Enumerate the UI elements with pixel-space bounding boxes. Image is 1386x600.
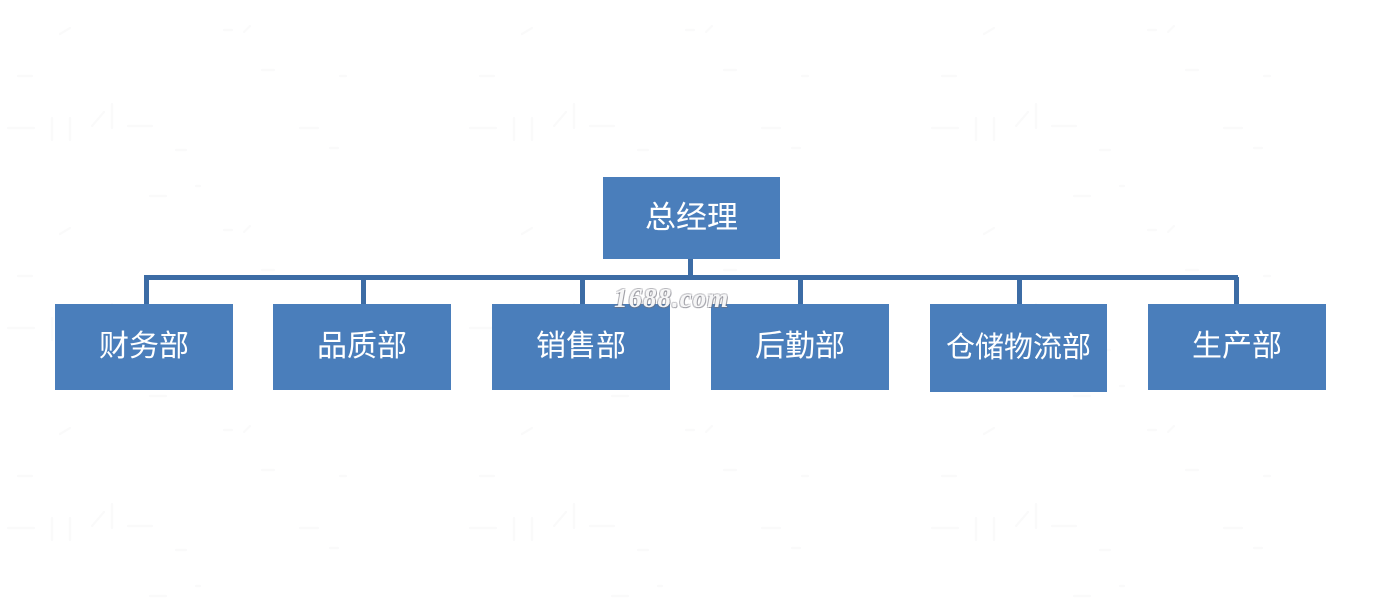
org-node-warehouse-logistics[interactable]: 仓储物流部 bbox=[930, 304, 1107, 392]
org-node-label: 仓储物流部 bbox=[945, 331, 1091, 364]
org-node-general-manager[interactable]: 总经理 bbox=[603, 177, 780, 259]
org-node-label: 财务部 bbox=[99, 330, 189, 364]
org-node-label: 总经理 bbox=[645, 199, 738, 235]
org-node-quality[interactable]: 品质部 bbox=[273, 304, 451, 390]
org-node-label: 后勤部 bbox=[755, 330, 845, 364]
connector-horizontal-bus bbox=[144, 275, 1238, 280]
org-node-sales[interactable]: 销售部 bbox=[492, 304, 670, 390]
connector-drop-sales bbox=[580, 277, 585, 305]
org-node-label: 生产部 bbox=[1192, 330, 1282, 364]
org-node-production[interactable]: 生产部 bbox=[1148, 304, 1326, 390]
connector-drop-finance bbox=[144, 277, 149, 305]
connector-drop-quality bbox=[361, 277, 366, 305]
org-node-finance[interactable]: 财务部 bbox=[55, 304, 233, 390]
org-node-label: 销售部 bbox=[536, 330, 626, 364]
connector-drop-production bbox=[1234, 277, 1239, 305]
connector-drop-support bbox=[798, 277, 803, 305]
org-node-support[interactable]: 后勤部 bbox=[711, 304, 889, 390]
connector-drop-warehouse bbox=[1017, 277, 1022, 305]
org-node-label: 品质部 bbox=[317, 330, 407, 364]
connector-root-stem bbox=[688, 258, 693, 280]
